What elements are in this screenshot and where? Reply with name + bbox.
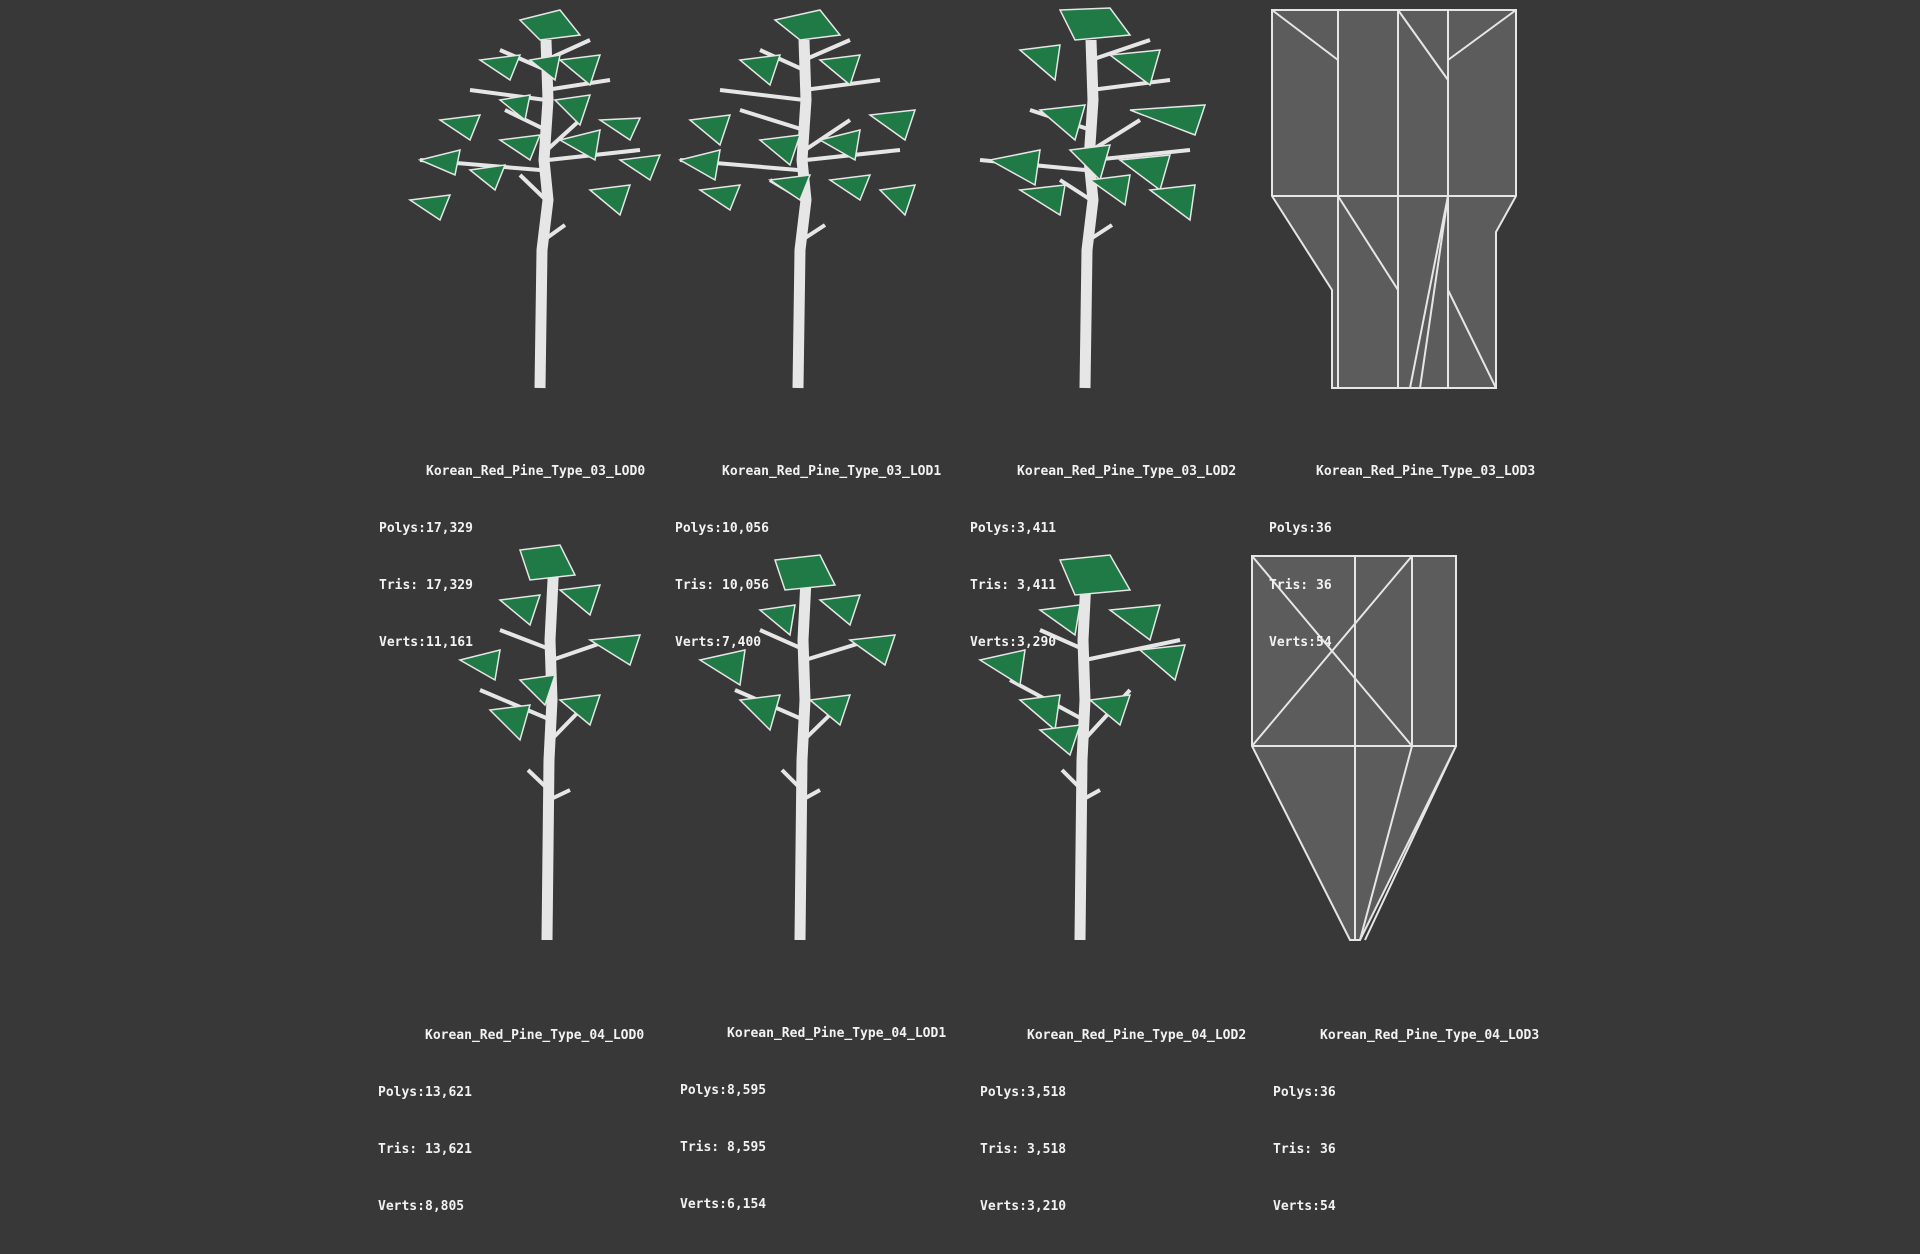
verts-label: Verts: <box>675 635 722 650</box>
tree-model-03-lod1[interactable] <box>678 9 917 389</box>
model-stats-04-lod1: Korean_Red_Pine_Type_04_LOD1 Polys:8,595… <box>680 986 946 1252</box>
tris-value: 36 <box>1316 578 1332 593</box>
verts-value: 6,154 <box>727 1197 767 1212</box>
verts-label: Verts: <box>970 635 1017 650</box>
polys-label: Polys: <box>1273 1085 1320 1100</box>
tree-model-04-lod0[interactable] <box>458 544 642 941</box>
3d-viewport[interactable]: Korean_Red_Pine_Type_03_LOD0 Polys:17,32… <box>0 0 1920 1214</box>
model-stats-04-lod3: Korean_Red_Pine_Type_04_LOD3 Polys:36 Tr… <box>1273 988 1539 1254</box>
polys-label: Polys: <box>680 1083 727 1098</box>
polys-value: 10,056 <box>722 521 769 536</box>
verts-value: 11,161 <box>426 635 473 650</box>
polys-value: 36 <box>1316 521 1332 536</box>
model-stats-03-lod2: Korean_Red_Pine_Type_03_LOD2 Polys:3,411… <box>970 424 1236 690</box>
tris-value: 10,056 <box>722 578 769 593</box>
tris-label: Tris: <box>980 1142 1020 1157</box>
model-name: Korean_Red_Pine_Type_03_LOD3 <box>1316 464 1536 479</box>
verts-label: Verts: <box>980 1199 1027 1214</box>
verts-label: Verts: <box>1269 635 1316 650</box>
verts-label: Verts: <box>680 1197 727 1212</box>
tris-label: Tris: <box>1273 1142 1313 1157</box>
polys-label: Polys: <box>980 1085 1027 1100</box>
tris-value: 8,595 <box>727 1140 767 1155</box>
verts-value: 54 <box>1316 635 1332 650</box>
verts-value: 54 <box>1320 1199 1336 1214</box>
tris-value: 36 <box>1320 1142 1336 1157</box>
polys-label: Polys: <box>970 521 1017 536</box>
tris-label: Tris: <box>379 578 419 593</box>
tris-label: Tris: <box>1269 578 1309 593</box>
tris-label: Tris: <box>378 1142 418 1157</box>
polys-value: 36 <box>1320 1085 1336 1100</box>
polys-label: Polys: <box>1269 521 1316 536</box>
verts-value: 8,805 <box>425 1199 465 1214</box>
tris-value: 17,329 <box>426 578 473 593</box>
model-stats-03-lod0: Korean_Red_Pine_Type_03_LOD0 Polys:17,32… <box>379 424 645 690</box>
model-name: Korean_Red_Pine_Type_04_LOD2 <box>1027 1028 1247 1043</box>
model-stats-04-lod0: Korean_Red_Pine_Type_04_LOD0 Polys:13,62… <box>378 988 644 1254</box>
tris-value: 13,621 <box>425 1142 472 1157</box>
model-name: Korean_Red_Pine_Type_03_LOD2 <box>1017 464 1237 479</box>
tree-model-04-lod2[interactable] <box>978 554 1187 941</box>
tris-label: Tris: <box>675 578 715 593</box>
verts-value: 7,400 <box>722 635 762 650</box>
model-stats-04-lod2: Korean_Red_Pine_Type_04_LOD2 Polys:3,518… <box>980 988 1246 1254</box>
model-stats-03-lod3: Korean_Red_Pine_Type_03_LOD3 Polys:36 Tr… <box>1269 424 1535 690</box>
verts-label: Verts: <box>379 635 426 650</box>
polys-value: 3,411 <box>1017 521 1057 536</box>
verts-label: Verts: <box>1273 1199 1320 1214</box>
tree-model-04-lod1[interactable] <box>698 554 897 941</box>
model-name: Korean_Red_Pine_Type_04_LOD1 <box>727 1026 947 1041</box>
model-name: Korean_Red_Pine_Type_03_LOD1 <box>722 464 942 479</box>
tris-value: 3,518 <box>1027 1142 1067 1157</box>
polys-value: 3,518 <box>1027 1085 1067 1100</box>
tris-label: Tris: <box>680 1140 720 1155</box>
tris-value: 3,411 <box>1017 578 1057 593</box>
model-previews <box>407 7 1517 941</box>
polys-value: 17,329 <box>426 521 473 536</box>
polys-value: 8,595 <box>727 1083 767 1098</box>
polys-label: Polys: <box>379 521 426 536</box>
model-stats-03-lod1: Korean_Red_Pine_Type_03_LOD1 Polys:10,05… <box>675 424 941 690</box>
verts-value: 3,290 <box>1017 635 1057 650</box>
tree-model-03-lod0[interactable] <box>407 9 662 389</box>
model-name: Korean_Red_Pine_Type_04_LOD3 <box>1320 1028 1540 1043</box>
polys-value: 13,621 <box>425 1085 472 1100</box>
tris-label: Tris: <box>970 578 1010 593</box>
model-name: Korean_Red_Pine_Type_04_LOD0 <box>425 1028 645 1043</box>
verts-value: 3,210 <box>1027 1199 1067 1214</box>
model-name: Korean_Red_Pine_Type_03_LOD0 <box>426 464 646 479</box>
verts-label: Verts: <box>378 1199 425 1214</box>
polys-label: Polys: <box>378 1085 425 1100</box>
tree-model-03-lod2[interactable] <box>979 7 1207 389</box>
billboard-model-04-lod3[interactable] <box>1251 555 1457 941</box>
billboard-model-03-lod3[interactable] <box>1271 9 1517 389</box>
polys-label: Polys: <box>675 521 722 536</box>
